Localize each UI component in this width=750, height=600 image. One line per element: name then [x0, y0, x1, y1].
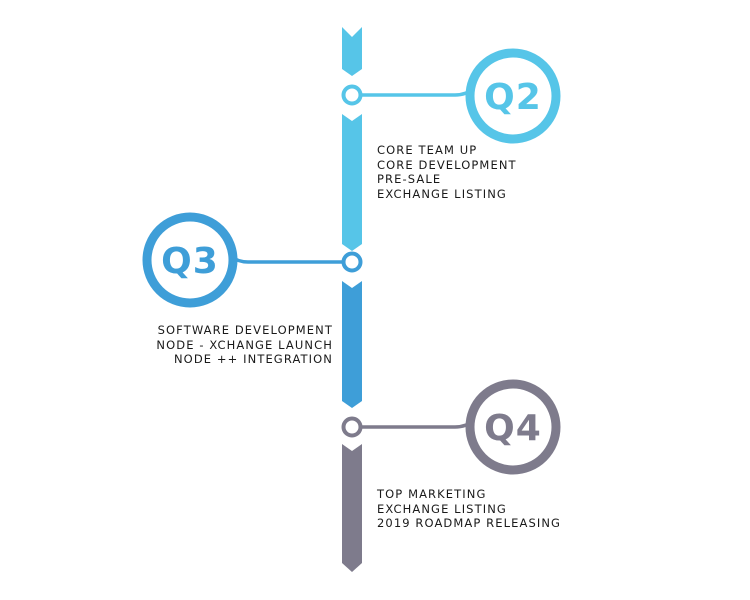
timeline-node-q4 [341, 416, 363, 438]
milestone-item: SOFTWARE DEVELOPMENT [157, 323, 333, 337]
milestone-item: 2019 ROADMAP RELEASING [377, 516, 562, 530]
timeline-segment-q2-top [342, 27, 362, 76]
quarter-bubble-q3 [142, 212, 238, 308]
quarter-label-q4: Q4 [484, 408, 542, 449]
milestone-item: CORE TEAM UP [377, 143, 478, 157]
quarter-bubble-q4 [465, 379, 561, 475]
milestone-item: TOP MARKETING [377, 487, 487, 501]
quarter-label-q3: Q3 [161, 241, 219, 282]
milestone-item: EXCHANGE LISTING [377, 186, 507, 201]
timeline-segment-q3 [342, 281, 362, 408]
connector-q2 [359, 86, 477, 97]
milestone-item: CORE DEVELOPMENT [377, 157, 517, 172]
milestone-item: EXCHANGE LISTING [377, 501, 507, 516]
milestone-list-q3: SOFTWARE DEVELOPMENT NODE - XCHANGE LAUN… [156, 323, 333, 367]
timeline-segment-q2-bottom [342, 114, 362, 251]
timeline-segment-q4 [342, 444, 362, 572]
milestone-list-q4: TOP MARKETING EXCHANGE LISTING 2019 ROAD… [377, 487, 561, 531]
connector-q3 [228, 254, 345, 264]
milestone-item: PRE-SALE [377, 172, 442, 186]
timeline-node-q3 [341, 251, 363, 273]
milestone-list-q2: CORE TEAM UP CORE DEVELOPMENT PRE-SALE E… [377, 143, 517, 201]
quarter-label-q2: Q2 [484, 77, 542, 118]
connector-q4 [359, 418, 477, 429]
timeline-node-q2 [341, 84, 363, 106]
milestone-item: NODE - XCHANGE LAUNCH [156, 337, 333, 352]
quarter-bubble-q2 [465, 48, 561, 144]
milestone-item: NODE ++ INTEGRATION [173, 352, 333, 366]
